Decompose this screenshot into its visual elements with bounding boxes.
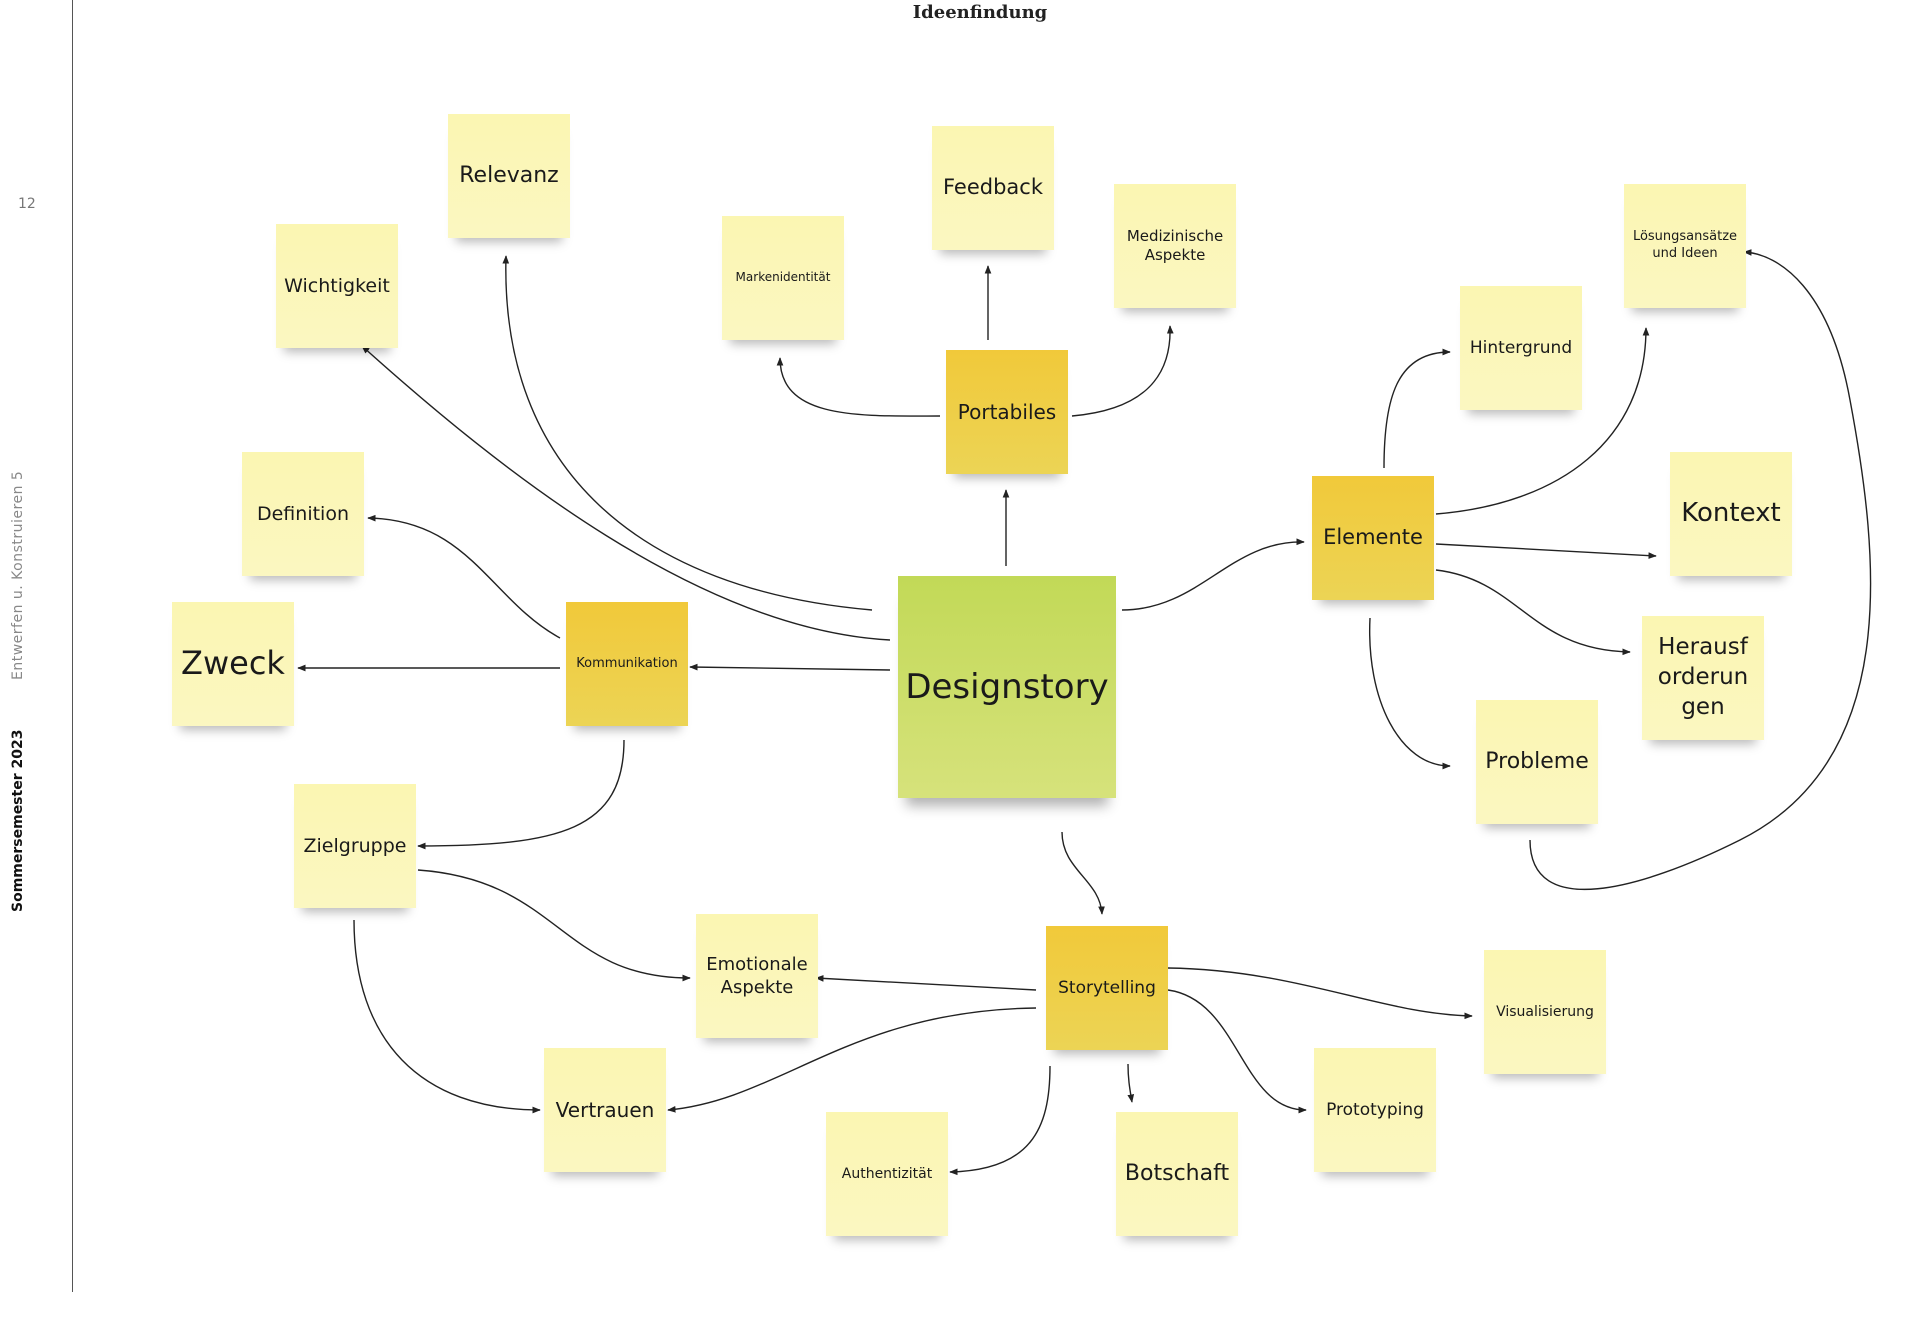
note-markenidentitaet[interactable]: Markenidentität <box>722 216 844 340</box>
note-visualisierung[interactable]: Visualisierung <box>1484 950 1606 1074</box>
note-herausforderungen[interactable]: Herausf orderun gen <box>1642 616 1764 740</box>
edge-storytelling-prototyping <box>1167 989 1307 1114</box>
page-number: 12 <box>18 196 36 212</box>
note-emotionale[interactable]: Emotionale Aspekte <box>696 914 818 1038</box>
note-medizinische[interactable]: Medizinische Aspekte <box>1114 184 1236 308</box>
edge-portabiles-markenidentitaet <box>776 357 941 417</box>
note-kontext[interactable]: Kontext <box>1670 452 1792 576</box>
margin-rule <box>72 0 73 1292</box>
edge-designstory-elemente <box>1121 538 1305 611</box>
edge-zielgruppe-vertrauen <box>353 919 541 1114</box>
note-wichtigkeit[interactable]: Wichtigkeit <box>276 224 398 348</box>
note-hintergrund[interactable]: Hintergrund <box>1460 286 1582 410</box>
note-storytelling[interactable]: Storytelling <box>1046 926 1168 1050</box>
edge-elemente-kontext <box>1435 543 1657 559</box>
note-zielgruppe[interactable]: Zielgruppe <box>294 784 416 908</box>
edge-elemente-probleme <box>1369 617 1451 770</box>
edge-elemente-herausforderungen <box>1435 569 1631 656</box>
edge-portabiles-medizinische <box>1071 325 1174 417</box>
edge-storytelling-emotionale <box>815 975 1037 991</box>
note-botschaft[interactable]: Botschaft <box>1116 1112 1238 1236</box>
note-portabiles[interactable]: Portabiles <box>946 350 1068 474</box>
note-elemente[interactable]: Elemente <box>1312 476 1434 600</box>
edge-zielgruppe-emotionale <box>417 869 691 982</box>
edge-kommunikation-definition <box>367 514 561 639</box>
edge-storytelling-visualisierung <box>1167 967 1473 1020</box>
edge-probleme-loesungsansaetze <box>1529 249 1872 891</box>
edge-storytelling-authentizitaet <box>949 1065 1051 1176</box>
edge-storytelling-botschaft <box>1127 1063 1135 1103</box>
edge-kommunikation-zielgruppe <box>417 739 625 850</box>
note-authentizitaet[interactable]: Authentizität <box>826 1112 948 1236</box>
page-title: Ideenfindung <box>912 2 1048 23</box>
note-kommunikation[interactable]: Kommunikation <box>566 602 688 726</box>
edge-elemente-hintergrund <box>1383 348 1451 469</box>
edge-elemente-loesungsansaetze <box>1435 327 1650 515</box>
note-designstory[interactable]: Designstory <box>898 576 1116 798</box>
note-loesungsansaetze[interactable]: Lösungsansätze und Ideen <box>1624 184 1746 308</box>
note-zweck[interactable]: Zweck <box>172 602 294 726</box>
edge-designstory-storytelling <box>1061 831 1105 915</box>
note-vertrauen[interactable]: Vertrauen <box>544 1048 666 1172</box>
note-probleme[interactable]: Probleme <box>1476 700 1598 824</box>
edge-designstory-relevanz <box>502 255 873 611</box>
note-relevanz[interactable]: Relevanz <box>448 114 570 238</box>
note-feedback[interactable]: Feedback <box>932 126 1054 250</box>
note-prototyping[interactable]: Prototyping <box>1314 1048 1436 1172</box>
edge-storytelling-vertrauen <box>667 1007 1037 1113</box>
edge-designstory-wichtigkeit <box>361 345 891 641</box>
edge-designstory-kommunikation <box>689 663 891 671</box>
note-definition[interactable]: Definition <box>242 452 364 576</box>
